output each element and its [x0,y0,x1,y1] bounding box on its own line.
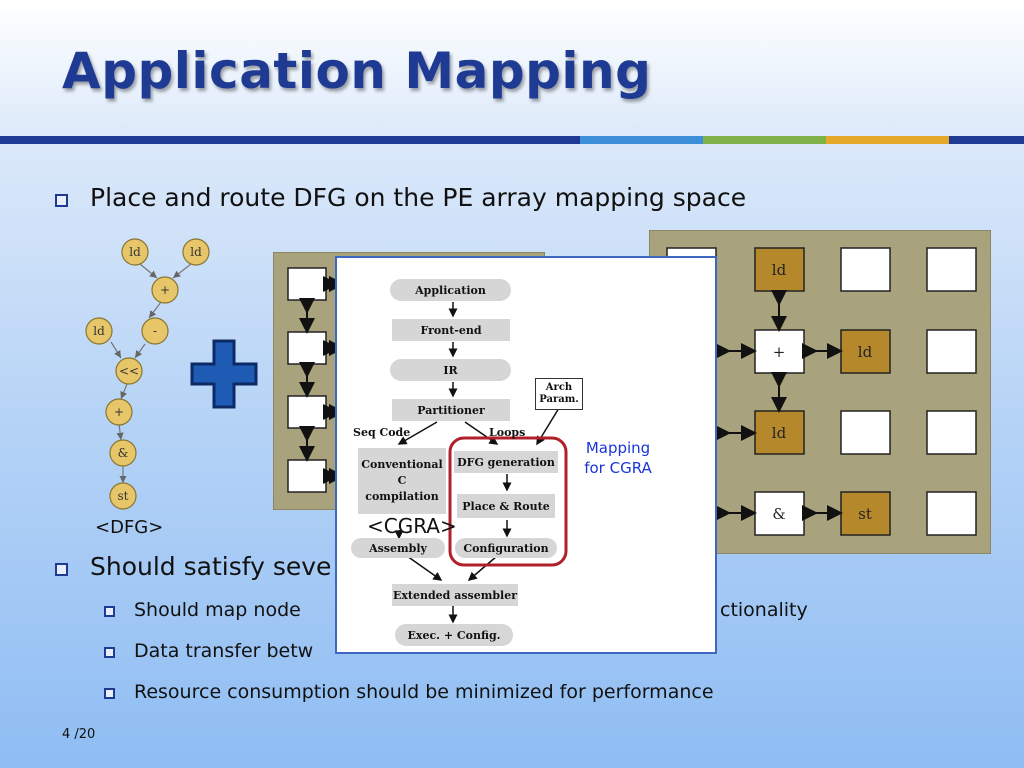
dfg-node: st [118,489,129,503]
compile-flow-panel: Application Front-end IR Partitioner Arc… [335,256,717,654]
bullet-marker-icon [55,194,68,207]
grid-cell-label: & [772,505,785,523]
flow-seq-label: Seq Code [353,426,411,439]
flow-application: Application [390,279,511,301]
dfg-node: ld [190,245,202,259]
cgra-caption: <CGRA> [367,514,457,538]
mapping-for-cgra-label: Mapping for CGRA [584,439,652,477]
flow-extended-assembler: Extended assembler [392,584,518,606]
grid-cell-label: ld [772,424,787,442]
subbullet-2-text: Data transfer betw [134,640,314,662]
title-underline-bar [0,136,1024,144]
flow-conventional: Conventional C compilation [358,448,446,514]
dfg-caption: <DFG> [95,517,164,538]
dfg-node: << [119,364,139,378]
dfg-node: ld [129,245,141,259]
subbullet-marker-icon [104,606,115,617]
dfg-graph: ld ld + ld - << + & st [85,238,210,510]
flow-frontend: Front-end [392,319,510,341]
subbullet-1-text: Should map node [134,599,301,621]
slide-title: Application Mapping [62,42,652,100]
grid-cell-label: ld [772,261,787,279]
flow-arch-param: Arch Param. [535,378,583,410]
dfg-node: + [114,405,124,419]
subbullet-3-text: Resource consumption should be minimized… [134,681,714,703]
flow-loops-label: Loops [489,426,526,439]
flow-exec-config: Exec. + Config. [395,624,513,646]
grid-cell-label: st [858,505,872,523]
dfg-node: + [160,283,170,297]
dfg-node: ld [93,324,105,338]
flow-arrows [394,302,568,624]
flow-configuration: Configuration [455,538,557,558]
bullet-marker-icon [55,563,68,576]
bullet-2-text: Should satisfy seve [90,552,332,581]
plus-icon [190,339,258,409]
subbullet-marker-icon [104,647,115,658]
flow-assembly: Assembly [351,538,445,558]
grid-cell-label: ld [858,343,873,361]
flow-place-route: Place & Route [457,494,555,518]
subbullet-marker-icon [104,688,115,699]
dfg-node: - [153,324,157,338]
flow-ir: IR [390,359,511,381]
page-number: 4 /20 [62,727,96,742]
mapping-highlight [448,436,568,567]
flow-partitioner: Partitioner [392,399,510,421]
flow-dfg-generation: DFG generation [454,451,558,473]
dfg-node: & [118,446,129,460]
subbullet-1-tail: ctionality [720,599,808,621]
bullet-1-text: Place and route DFG on the PE array mapp… [90,183,747,212]
grid-cell-label: + [773,343,786,361]
